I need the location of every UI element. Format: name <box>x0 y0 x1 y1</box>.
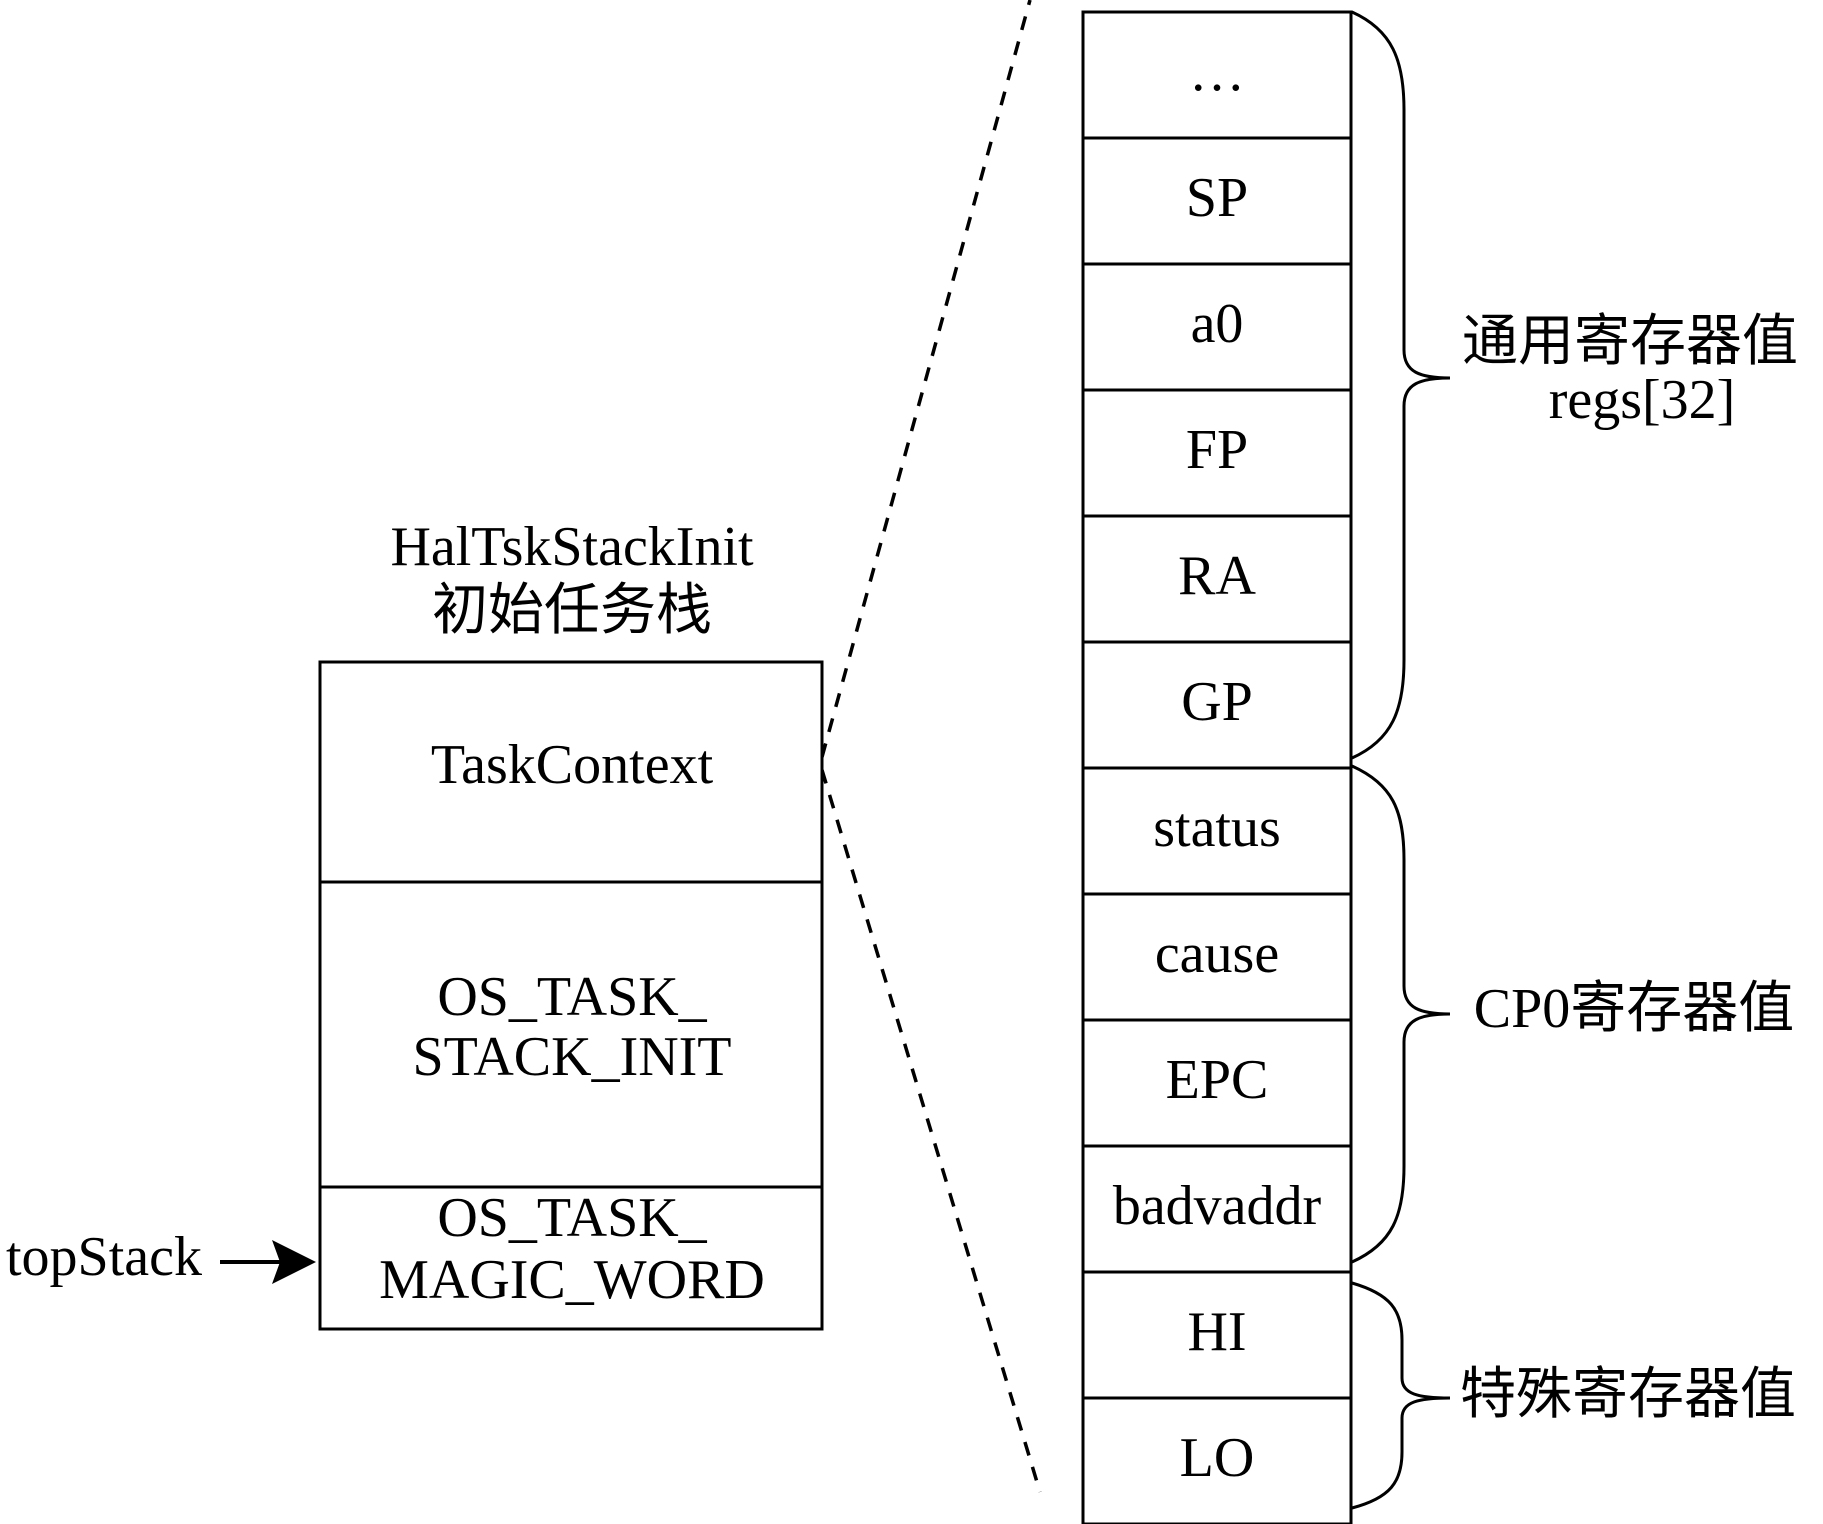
zoom-line-bottom <box>820 769 1042 1493</box>
register-label: GP <box>1181 671 1253 733</box>
stack-init-label-line2: STACK_INIT <box>412 1026 731 1088</box>
register-label: status <box>1153 797 1281 859</box>
register-cell <box>1081 262 1353 392</box>
register-label: EPC <box>1166 1049 1269 1111</box>
register-cell <box>1081 892 1353 1022</box>
general-registers-brace <box>1351 10 1451 760</box>
register-label: badvaddr <box>1113 1175 1322 1237</box>
register-cell <box>1081 1018 1353 1148</box>
zoom-line-top <box>820 0 1032 758</box>
initial-task-stack: HalTskStackInit 初始任务栈 TaskContext OS_TAS… <box>6 516 824 1331</box>
stack-title: HalTskStackInit <box>390 516 754 578</box>
register-label: FP <box>1186 419 1248 481</box>
register-cell <box>1081 1144 1353 1274</box>
task-context-cell <box>318 660 824 884</box>
stack-subtitle: 初始任务栈 <box>432 578 712 643</box>
stack-init-label-line1: OS_TASK_ <box>437 966 707 1028</box>
register-cell <box>1081 388 1353 518</box>
task-context-label: TaskContext <box>431 734 714 796</box>
cp0-registers-brace <box>1351 764 1451 1264</box>
register-cell <box>1081 136 1353 266</box>
top-stack-label: topStack <box>6 1226 202 1288</box>
general-registers-label: 通用寄存器值 <box>1462 309 1798 374</box>
cp0-registers-label: CP0寄存器值 <box>1474 978 1795 1040</box>
special-registers-label: 特殊寄存器值 <box>1460 1362 1796 1427</box>
register-label: HI <box>1187 1301 1246 1363</box>
stack-init-cell <box>318 880 824 1189</box>
top-stack-arrow-icon <box>272 1240 316 1284</box>
register-label: SP <box>1186 167 1248 229</box>
register-cell <box>1081 1396 1353 1524</box>
register-label: LO <box>1180 1427 1255 1489</box>
magic-word-cell <box>318 1185 824 1331</box>
general-registers-sublabel: regs[32] <box>1549 369 1736 431</box>
register-label: … <box>1189 41 1245 103</box>
special-registers-brace <box>1351 1281 1451 1510</box>
magic-word-label-line1: OS_TASK_ <box>437 1187 707 1249</box>
magic-word-label-line2: MAGIC_WORD <box>379 1249 765 1311</box>
register-cell <box>1081 1270 1353 1400</box>
register-cell <box>1081 10 1353 140</box>
register-label: a0 <box>1191 293 1244 355</box>
register-label: cause <box>1155 923 1279 985</box>
register-label: RA <box>1178 545 1256 607</box>
